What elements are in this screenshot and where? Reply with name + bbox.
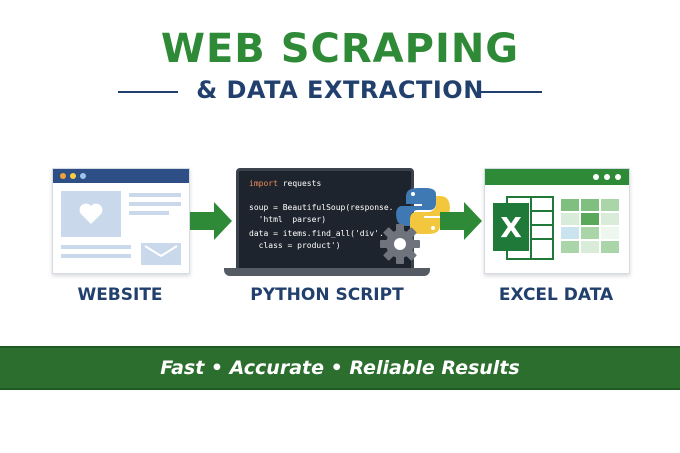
spreadsheet-cell: [581, 199, 599, 211]
step-label-python: PYTHON SCRIPT: [250, 285, 404, 305]
text-line: [129, 211, 169, 215]
code-line: 'html parser): [249, 215, 327, 224]
subtitle-row: & DATA EXTRACTION: [0, 76, 680, 106]
text-line: [129, 193, 181, 197]
spreadsheet-cell: [561, 227, 579, 239]
subtitle-rule-left: [118, 91, 178, 93]
spreadsheet-cell: [561, 199, 579, 211]
envelope-icon: [141, 243, 181, 265]
spreadsheet-cell: [581, 241, 599, 253]
step-label-excel: EXCEL DATA: [498, 285, 614, 305]
heart-icon: [79, 203, 103, 224]
image-placeholder: [61, 191, 121, 237]
python-logo-icon: [396, 188, 450, 234]
gear-icon: [380, 224, 420, 264]
code-line: data = items.find_all('div'.: [249, 229, 384, 238]
laptop-base: [224, 268, 430, 276]
step-label-website: WEBSITE: [77, 285, 163, 305]
spreadsheet-cell: [581, 227, 599, 239]
browser-dot-icon: [60, 173, 66, 179]
spreadsheet-cell: [601, 241, 619, 253]
excel-letter: X: [500, 211, 522, 244]
spreadsheet-cell: [601, 213, 619, 225]
text-line: [61, 245, 131, 249]
text-line: [61, 254, 131, 258]
code-line: soup = BeautifulSoup(response.: [249, 203, 394, 212]
page-subtitle: & DATA EXTRACTION: [196, 76, 484, 104]
window-dot-icon: [604, 174, 610, 180]
code-line: import requests: [249, 179, 322, 188]
spreadsheet-cell: [561, 213, 579, 225]
window-dot-icon: [615, 174, 621, 180]
window-dot-icon: [593, 174, 599, 180]
spreadsheet-cell: [601, 199, 619, 211]
page-title: WEB SCRAPING: [160, 26, 520, 72]
arrow-right-icon: [190, 202, 232, 240]
window-bar: [485, 169, 629, 185]
code-line: class = product'): [249, 241, 341, 250]
spreadsheet-cell: [561, 241, 579, 253]
banner-text: Fast • Accurate • Reliable Results: [160, 357, 520, 379]
text-line: [129, 202, 181, 206]
browser-bar: [53, 169, 189, 183]
excel-icon: X: [493, 196, 554, 260]
spreadsheet-cell: [601, 227, 619, 239]
arrow-right-icon: [440, 202, 482, 240]
webpage-icon: [52, 168, 190, 274]
banner: Fast • Accurate • Reliable Results: [0, 346, 680, 390]
spreadsheet-cell: [581, 213, 599, 225]
browser-dot-icon: [80, 173, 86, 179]
subtitle-rule-right: [480, 91, 542, 93]
excel-sheet: X: [484, 168, 630, 274]
browser-dot-icon: [70, 173, 76, 179]
